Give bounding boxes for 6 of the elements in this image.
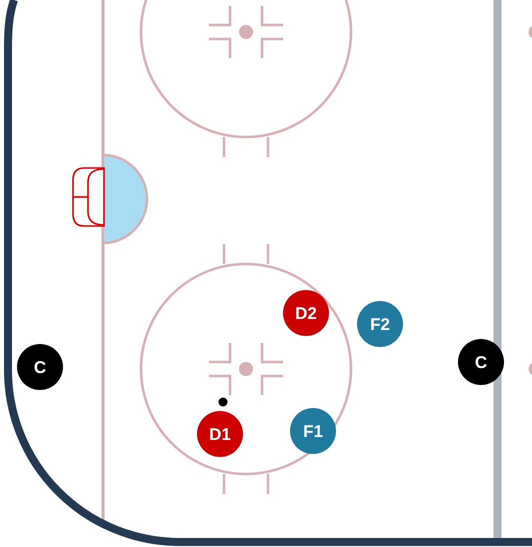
player-marker: D2	[283, 290, 329, 336]
player-marker: F2	[357, 301, 403, 347]
player-marker: C	[17, 344, 63, 390]
player-marker: C	[458, 339, 504, 385]
player-marker: D1	[197, 411, 243, 457]
player-marker: F1	[290, 408, 336, 454]
